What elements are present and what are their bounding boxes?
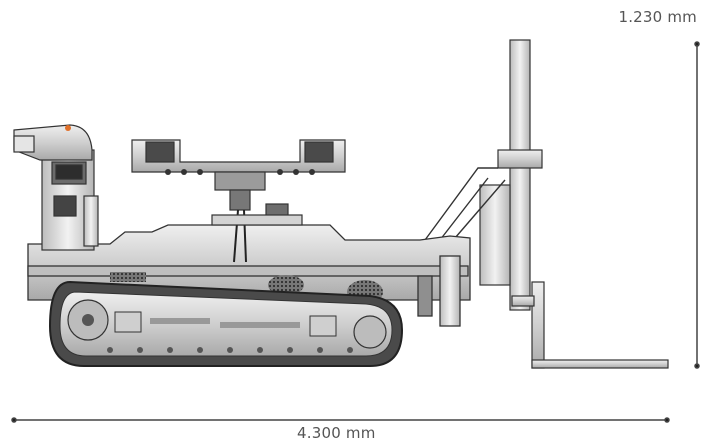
forklift-mast bbox=[479, 39, 543, 311]
fork-tine bbox=[511, 281, 669, 369]
machine-body bbox=[27, 224, 471, 327]
height-dimension-label: 1.230 mm bbox=[618, 8, 697, 26]
mast-brace bbox=[424, 167, 506, 241]
control-column bbox=[13, 124, 99, 251]
width-dimension-label: 4.300 mm bbox=[297, 424, 376, 442]
height-dimension-line bbox=[694, 41, 700, 369]
crawler-track bbox=[48, 280, 404, 367]
width-dimension-line bbox=[11, 417, 670, 423]
sensor-bar bbox=[131, 139, 346, 263]
